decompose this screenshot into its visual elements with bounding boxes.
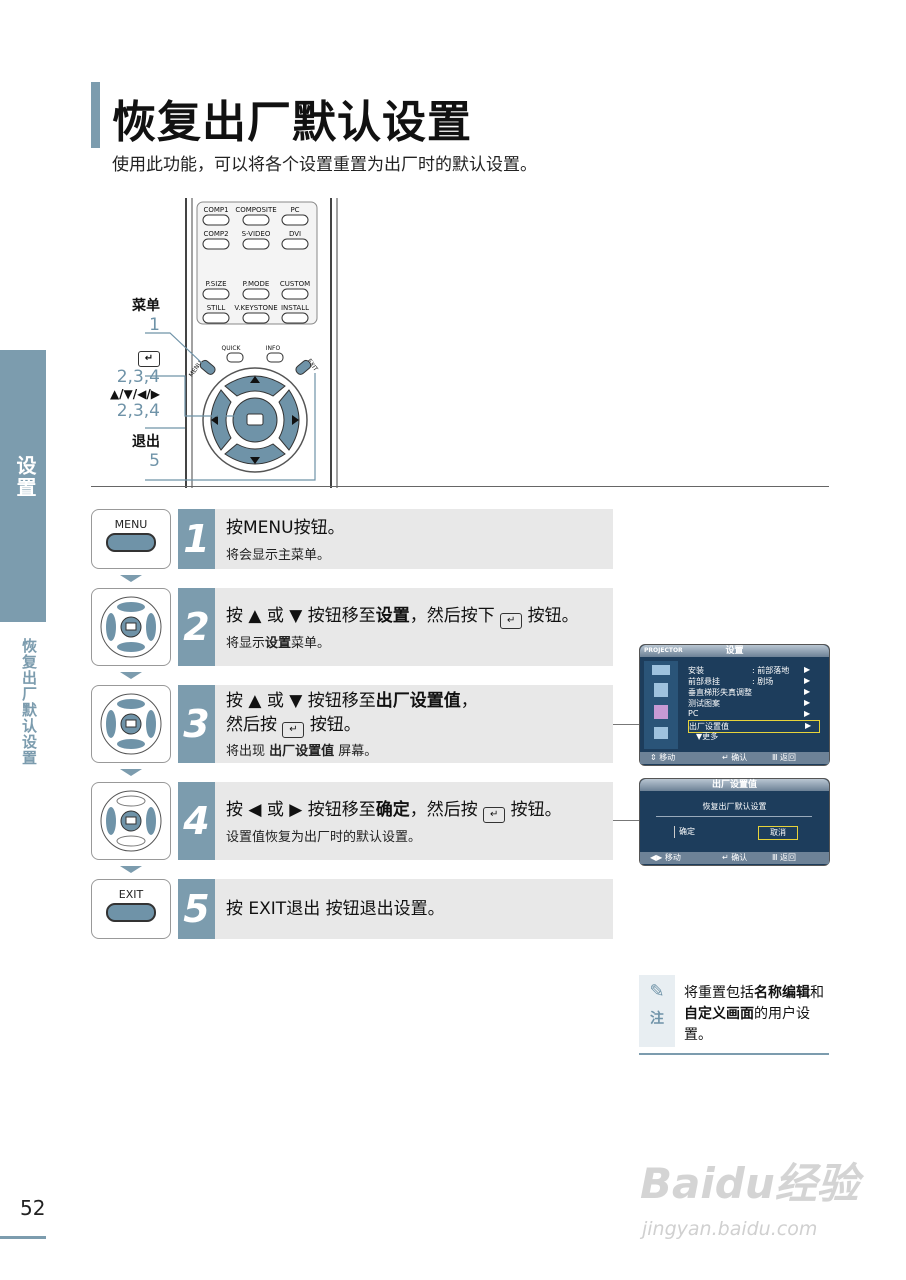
menu-button-icon: MENU — [91, 509, 171, 569]
dialog-message: 恢复出厂默认设置 — [702, 802, 767, 811]
menu-item-test-pattern[interactable]: 测试图案▶ — [688, 698, 811, 708]
section-divider — [91, 486, 829, 487]
side-tab — [0, 350, 46, 622]
flow-arrow-icon — [120, 769, 142, 776]
info-key-label: INFO — [266, 345, 281, 352]
menu-item-install[interactable]: 安装: 前部落地▶ — [688, 665, 811, 675]
step-3-body: 按 ▲ 或 ▼ 按钮移至出厂设置值，然后按 ↵ 按钮。 将出现 出厂设置值 屏幕… — [215, 685, 613, 763]
install-label: INSTALL — [281, 304, 309, 312]
step-3-result: 将出现 出厂设置值 屏幕。 — [226, 744, 378, 759]
step-2-body: 按 ▲ 或 ▼ 按钮移至设置，然后按下 ↵ 按钮。 将显示设置菜单。 — [215, 588, 613, 666]
step-2-number: 2 — [178, 588, 215, 666]
factory-default-dialog: 出厂设置值 恢复出厂默认设置 确定 取消 ◀▶ 移动 ↵ 确认 Ⅲ 返回 — [639, 778, 830, 866]
menu-item-ceiling[interactable]: 前部悬挂: 剧场▶ — [688, 676, 811, 686]
flow-arrow-icon — [120, 866, 142, 873]
sound-icon — [654, 683, 668, 697]
baidu-watermark-url: jingyan.baidu.com — [642, 1218, 818, 1240]
enter-key-icon: ↵ — [282, 722, 305, 738]
note-icon-panel: ✎ 注 — [639, 975, 675, 1047]
title-accent-bar — [91, 82, 100, 148]
label-enter: ↵ 2,3,4 — [116, 351, 160, 387]
note-label: 注 — [650, 1011, 664, 1027]
still-label: STILL — [207, 304, 226, 312]
remote-control: COMP1 COMPOSITE PC COMP2 S-VIDEO DVI P.S… — [145, 198, 338, 488]
dpad-icon — [91, 685, 171, 763]
connector-line — [613, 724, 639, 725]
page-number: 52 — [20, 1196, 46, 1220]
page-title: 恢复出厂默认设置 — [112, 97, 472, 148]
flow-arrow-icon — [120, 575, 142, 582]
label-menu: 菜单 1 — [132, 298, 160, 335]
option-icon — [654, 727, 668, 739]
step-4-body: 按 ◀ 或 ▶ 按钮移至确定，然后按 ↵ 按钮。 设置值恢复为出厂时的默认设置。 — [215, 782, 613, 860]
dpad-icon — [91, 588, 171, 666]
setup-icon — [654, 705, 668, 719]
note-text: 将重置包括名称编辑和自定义画面的用户设置。 — [684, 985, 824, 1043]
svideo-label: S-VIDEO — [242, 230, 271, 238]
composite-label: COMPOSITE — [235, 206, 276, 214]
enter-key-icon: ↵ — [138, 351, 160, 367]
flow-arrow-icon — [120, 672, 142, 679]
custom-label: CUSTOM — [280, 280, 310, 288]
menu-key-icon — [106, 533, 156, 552]
baidu-watermark: Baidu经验 — [640, 1159, 859, 1208]
comp2-label: COMP2 — [203, 230, 228, 238]
side-tab-label: 设置 — [13, 455, 37, 499]
connector-line — [613, 820, 639, 821]
step-5-instruction: 按 EXIT退出 按钮退出设置。 — [226, 899, 445, 919]
remote-labels: 菜单 1 ↵ 2,3,4 ▲/▼/◀/▶ 2,3,4 退出 5 — [100, 295, 160, 471]
exit-button-icon: EXIT — [91, 879, 171, 939]
settings-menu-footer: ⇕ 移动 ↵ 确认 Ⅲ 返回 — [640, 752, 829, 764]
psize-label: P.SIZE — [205, 280, 226, 288]
step-5-body: 按 EXIT退出 按钮退出设置。 — [215, 879, 613, 939]
menu-icon-column — [644, 661, 678, 749]
step-1-number: 1 — [178, 509, 215, 569]
step-4-instruction: 按 ◀ 或 ▶ 按钮移至确定，然后按 ↵ 按钮。 — [226, 798, 562, 823]
side-subtitle: 恢复出厂默认设置 — [20, 638, 38, 766]
comp1-label: COMP1 — [203, 206, 228, 214]
dialog-divider — [656, 816, 812, 817]
step-1-body: 按MENU按钮。 将会显示主菜单。 — [215, 509, 613, 569]
menu-item-keystone[interactable]: 垂直梯形失真调整▶ — [688, 687, 811, 697]
menu-item-more[interactable]: ▼更多 — [696, 732, 719, 741]
dialog-header: 出厂设置值 — [640, 779, 829, 791]
page-subtitle: 使用此功能，可以将各个设置重置为出厂时的默认设置。 — [112, 155, 537, 175]
settings-menu-screen: PROJECTOR 设置 安装: 前部落地▶ 前部悬挂: 剧场▶ 垂直梯形失真调… — [639, 644, 830, 766]
vkeystone-label: V.KEYSTONE — [234, 304, 277, 312]
exit-key-icon — [106, 903, 156, 922]
menu-item-pc[interactable]: PC▶ — [688, 709, 811, 718]
dpad-icon — [91, 782, 171, 860]
page-number-rule — [0, 1236, 46, 1239]
step-3-number: 3 — [178, 685, 215, 763]
label-exit: 退出 5 — [132, 434, 160, 471]
step-4-number: 4 — [178, 782, 215, 860]
step-2-result: 将显示设置菜单。 — [226, 636, 331, 651]
enter-key-icon: ↵ — [483, 807, 506, 823]
pmode-label: P.MODE — [243, 280, 270, 288]
picture-icon — [652, 665, 670, 675]
step-5-number: 5 — [178, 879, 215, 939]
step-3-instruction: 按 ▲ 或 ▼ 按钮移至出厂设置值，然后按 ↵ 按钮。 — [226, 689, 478, 738]
step-2-instruction: 按 ▲ 或 ▼ 按钮移至设置，然后按下 ↵ 按钮。 — [226, 604, 579, 629]
note-box — [639, 975, 829, 1055]
menu-item-factory-default[interactable]: 出厂设置值▶ — [688, 720, 820, 733]
quick-key-label: QUICK — [221, 345, 241, 352]
step-1-instruction: 按MENU按钮。 — [226, 518, 345, 538]
pencil-icon: ✎ — [649, 981, 665, 1002]
step-4-result: 设置值恢复为出厂时的默认设置。 — [226, 830, 422, 845]
cancel-button[interactable]: 取消 — [758, 826, 798, 840]
enter-key-icon: ↵ — [500, 613, 523, 629]
pc-label: PC — [290, 206, 299, 214]
dvi-label: DVI — [289, 230, 301, 238]
label-arrows: ▲/▼/◀/▶ 2,3,4 — [109, 387, 160, 421]
dialog-footer: ◀▶ 移动 ↵ 确认 Ⅲ 返回 — [640, 852, 829, 864]
step-1-result: 将会显示主菜单。 — [226, 548, 331, 563]
settings-menu-header: PROJECTOR 设置 — [640, 645, 829, 657]
ok-button[interactable]: 确定 — [674, 826, 717, 838]
